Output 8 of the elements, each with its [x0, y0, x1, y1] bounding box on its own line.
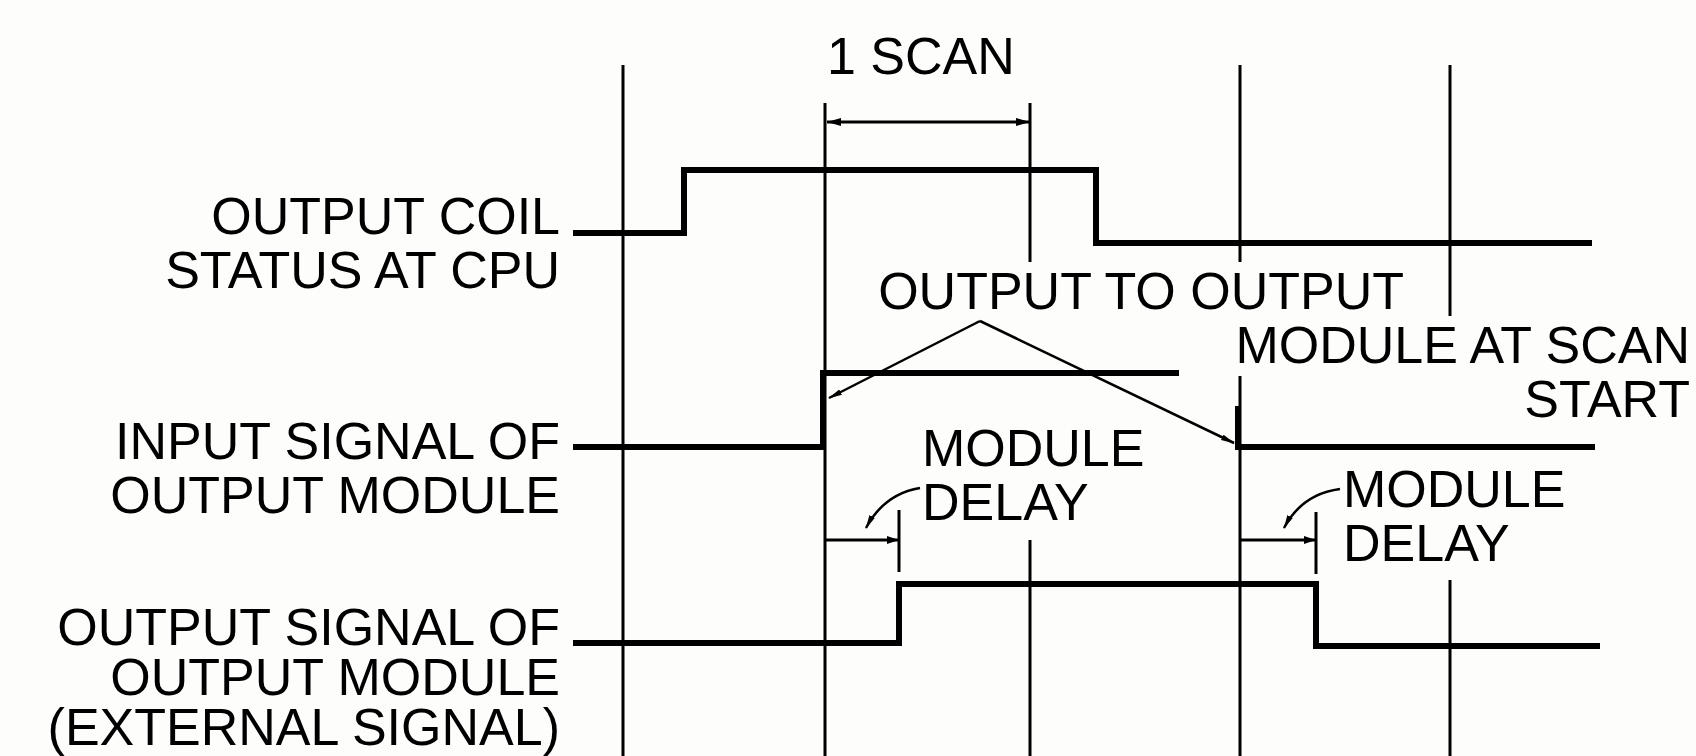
leader-line — [864, 486, 921, 529]
delay-label: MODULE DELAY — [1343, 462, 1603, 570]
signal-label: OUTPUT COIL STATUS AT CPU — [164, 189, 560, 297]
dimension-label: 1 SCAN — [827, 29, 1016, 83]
leader-line — [828, 319, 981, 400]
leader-line — [979, 319, 1235, 445]
leader-line — [1282, 487, 1341, 529]
signal-label: INPUT SIGNAL OF OUTPUT MODULE — [109, 414, 560, 522]
